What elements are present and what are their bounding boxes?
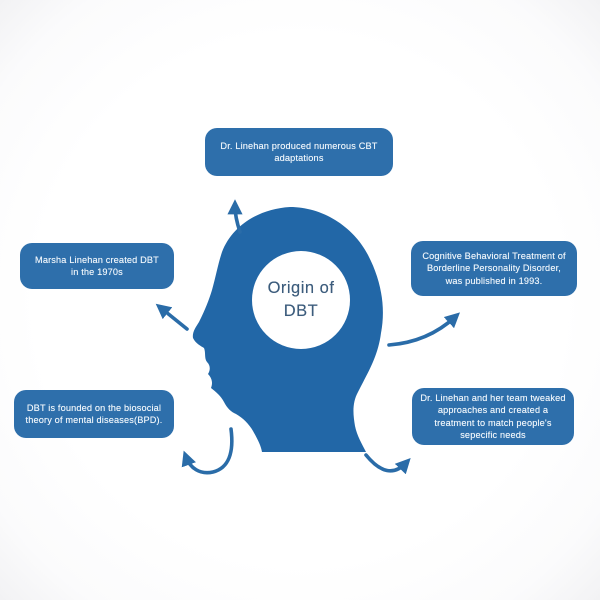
node-top-label: Dr. Linehan produced numerous CBT adapta… — [220, 140, 378, 163]
node-bottom-right-box: Dr. Linehan and her team tweaked approac… — [412, 388, 574, 445]
brain-circle — [252, 251, 350, 349]
node-right-label: Cognitive Behavioral Treatment of Border… — [422, 251, 566, 286]
arrow-up-icon — [227, 199, 243, 234]
node-right-box: Cognitive Behavioral Treatment of Border… — [411, 241, 577, 296]
node-bottom-left-box: DBT is founded on the biosocial theory o… — [14, 390, 174, 438]
node-bottom-left-label: DBT is founded on the biosocial theory o… — [25, 402, 163, 425]
node-bottom-right-label: Dr. Linehan and her team tweaked approac… — [420, 393, 566, 440]
arrow-upper-left-icon — [155, 303, 189, 331]
diagram-title: Origin of DBT — [267, 278, 335, 320]
node-top-box: Dr. Linehan produced numerous CBT adapta… — [205, 128, 393, 176]
arrow-lower-left-icon — [181, 427, 234, 475]
node-left-box: Marsha Linehan created DBT in the 1970s — [20, 243, 174, 289]
arrow-lower-right-icon — [364, 453, 411, 475]
node-left-label: Marsha Linehan created DBT in the 1970s — [35, 254, 159, 277]
arrow-upper-right-icon — [387, 312, 460, 347]
